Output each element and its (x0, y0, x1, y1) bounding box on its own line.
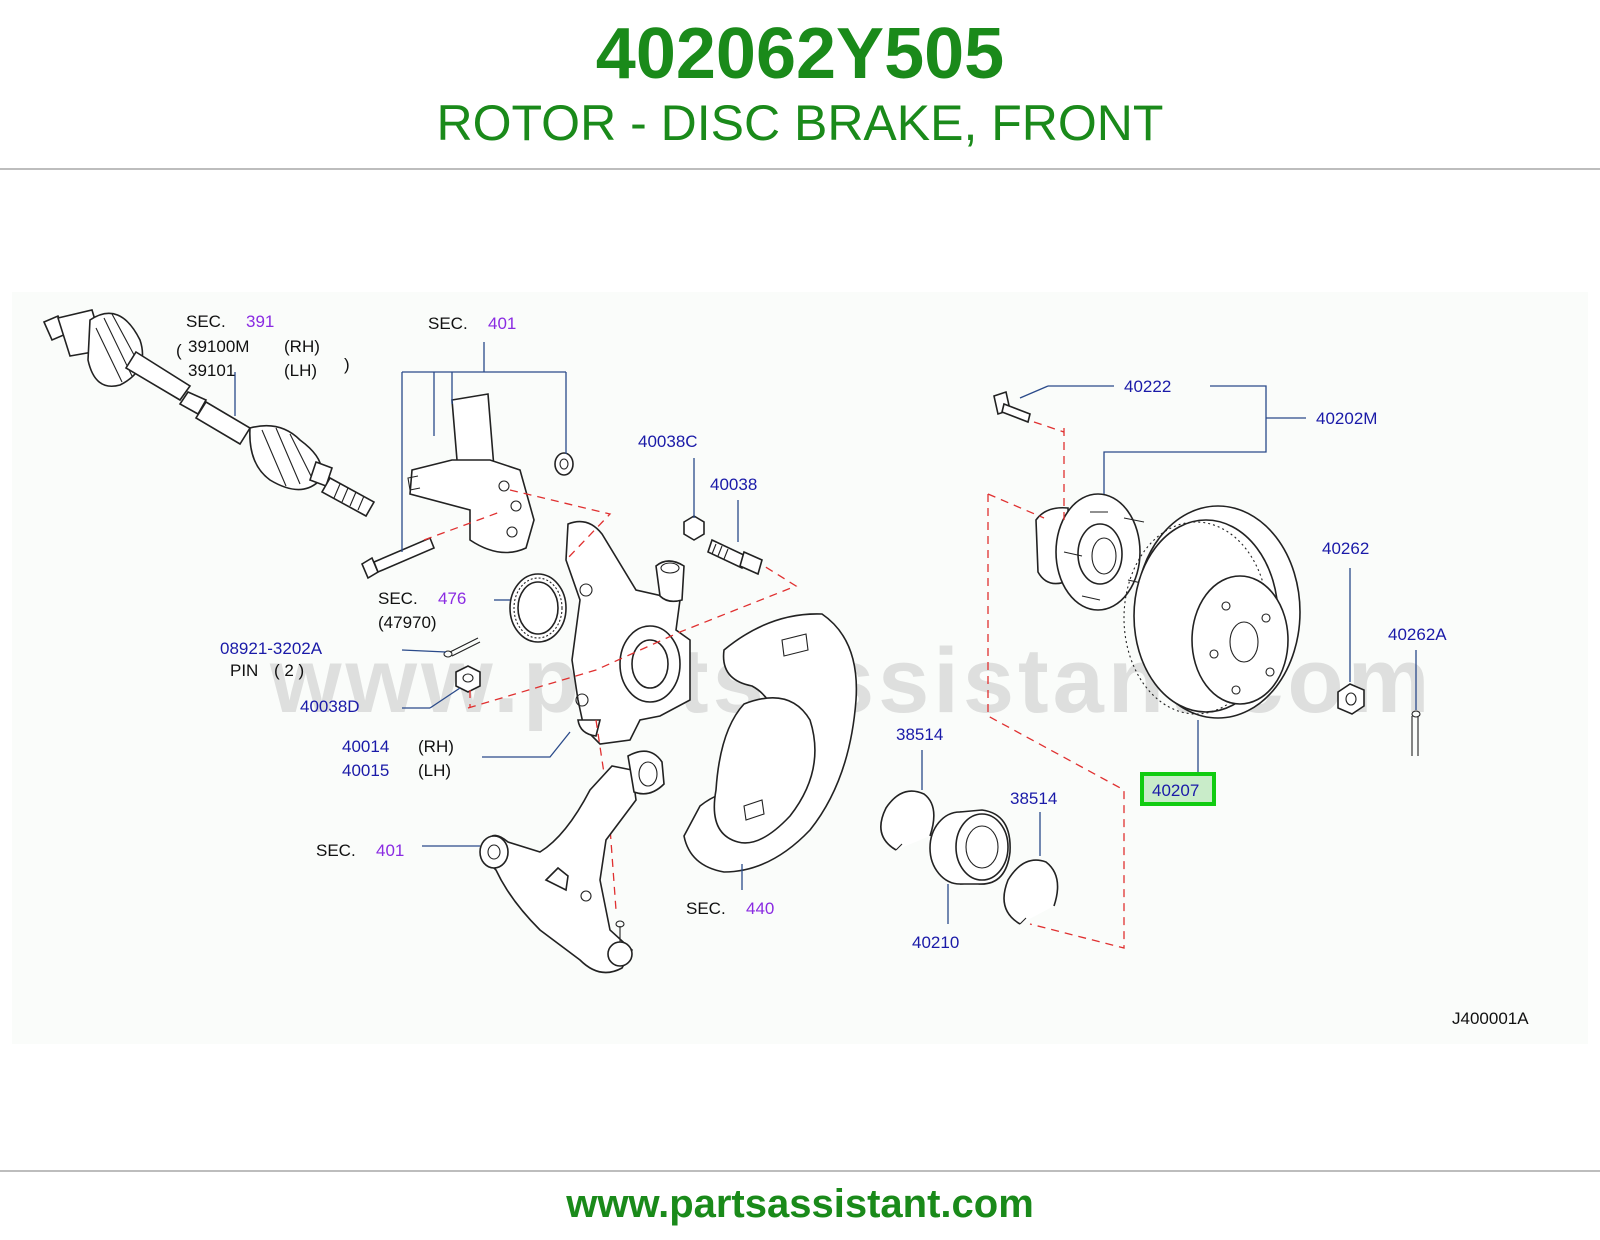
strut-bolt[interactable] (360, 536, 436, 580)
footer-divider (0, 1170, 1600, 1172)
wheel-hub-assembly[interactable] (1035, 493, 1147, 611)
part-description: ROTOR - DISC BRAKE, FRONT (436, 95, 1164, 151)
bracket-close: ) (344, 355, 350, 374)
label-39101[interactable]: 39101 (188, 361, 235, 380)
drive-shaft-assembly[interactable] (42, 309, 376, 518)
wheel-bearing[interactable] (929, 809, 1011, 885)
label-40015[interactable]: 40015 (342, 761, 389, 780)
lower-control-arm[interactable] (479, 750, 665, 974)
hub-cotter-pin[interactable] (1411, 710, 1421, 756)
hub-bolt[interactable] (993, 390, 1031, 424)
brake-dust-shield[interactable] (683, 613, 858, 873)
header-divider (0, 168, 1600, 170)
snap-ring-outer[interactable] (1003, 859, 1059, 925)
label-sec-440-word: SEC. (686, 899, 726, 918)
label-40262[interactable]: 40262 (1322, 539, 1369, 558)
label-40207[interactable]: 40207 (1152, 781, 1199, 800)
label-40262a[interactable]: 40262A (1388, 625, 1447, 644)
label-40202m[interactable]: 40202M (1316, 409, 1377, 428)
label-sec-440-num[interactable]: 440 (746, 899, 774, 918)
label-47970: (47970) (378, 613, 437, 632)
label-sec-476-num[interactable]: 476 (438, 589, 466, 608)
label-40210[interactable]: 40210 (912, 933, 959, 952)
label-40015-side: (LH) (418, 761, 451, 780)
label-sec-391-word: SEC. (186, 312, 226, 331)
snap-ring-inner[interactable] (880, 790, 935, 851)
label-sec-391-num[interactable]: 391 (246, 312, 274, 331)
label-40038[interactable]: 40038 (710, 475, 757, 494)
diagram-code: J400001A (1452, 1009, 1529, 1028)
steering-knuckle[interactable] (565, 520, 691, 745)
label-40038d[interactable]: 40038D (300, 697, 360, 716)
label-39101-side: (LH) (284, 361, 317, 380)
page-header: 402062Y505 ROTOR - DISC BRAKE, FRONT (0, 0, 1600, 170)
knuckle-nut[interactable] (455, 665, 481, 693)
label-pin-qty: ( 2 ) (274, 661, 304, 680)
bolt-40038[interactable] (707, 538, 763, 576)
bracket-open: ( (176, 341, 182, 360)
label-pin: PIN (230, 661, 258, 680)
label-40014[interactable]: 40014 (342, 737, 389, 756)
label-39100m[interactable]: 39100M (188, 337, 249, 356)
highlight-box-40207[interactable] (1140, 772, 1216, 806)
label-38514-outer[interactable]: 38514 (1010, 789, 1057, 808)
footer-url[interactable]: www.partsassistant.com (566, 1182, 1034, 1226)
hub-nut[interactable] (1337, 683, 1365, 715)
abs-sensor-ring[interactable] (509, 573, 567, 643)
label-sec-401-top-word: SEC. (428, 314, 468, 333)
label-08921-3202a[interactable]: 08921-3202A (220, 639, 323, 658)
label-40222[interactable]: 40222 (1124, 377, 1171, 396)
label-40038c[interactable]: 40038C (638, 432, 698, 451)
label-sec-401-low-word: SEC. (316, 841, 356, 860)
cotter-pin[interactable] (443, 637, 481, 658)
label-39100m-side: (RH) (284, 337, 320, 356)
label-sec-401-top-num[interactable]: 401 (488, 314, 516, 333)
part-number-title: 402062Y505 (595, 14, 1005, 94)
label-40014-side: (RH) (418, 737, 454, 756)
brake-rotor[interactable] (1123, 505, 1301, 719)
strut-assembly[interactable] (407, 393, 535, 554)
label-38514-inner[interactable]: 38514 (896, 725, 943, 744)
label-sec-401-low-num[interactable]: 401 (376, 841, 404, 860)
nut-40038c[interactable] (683, 515, 705, 541)
label-sec-476-word: SEC. (378, 589, 418, 608)
strut-nut[interactable] (554, 452, 574, 476)
